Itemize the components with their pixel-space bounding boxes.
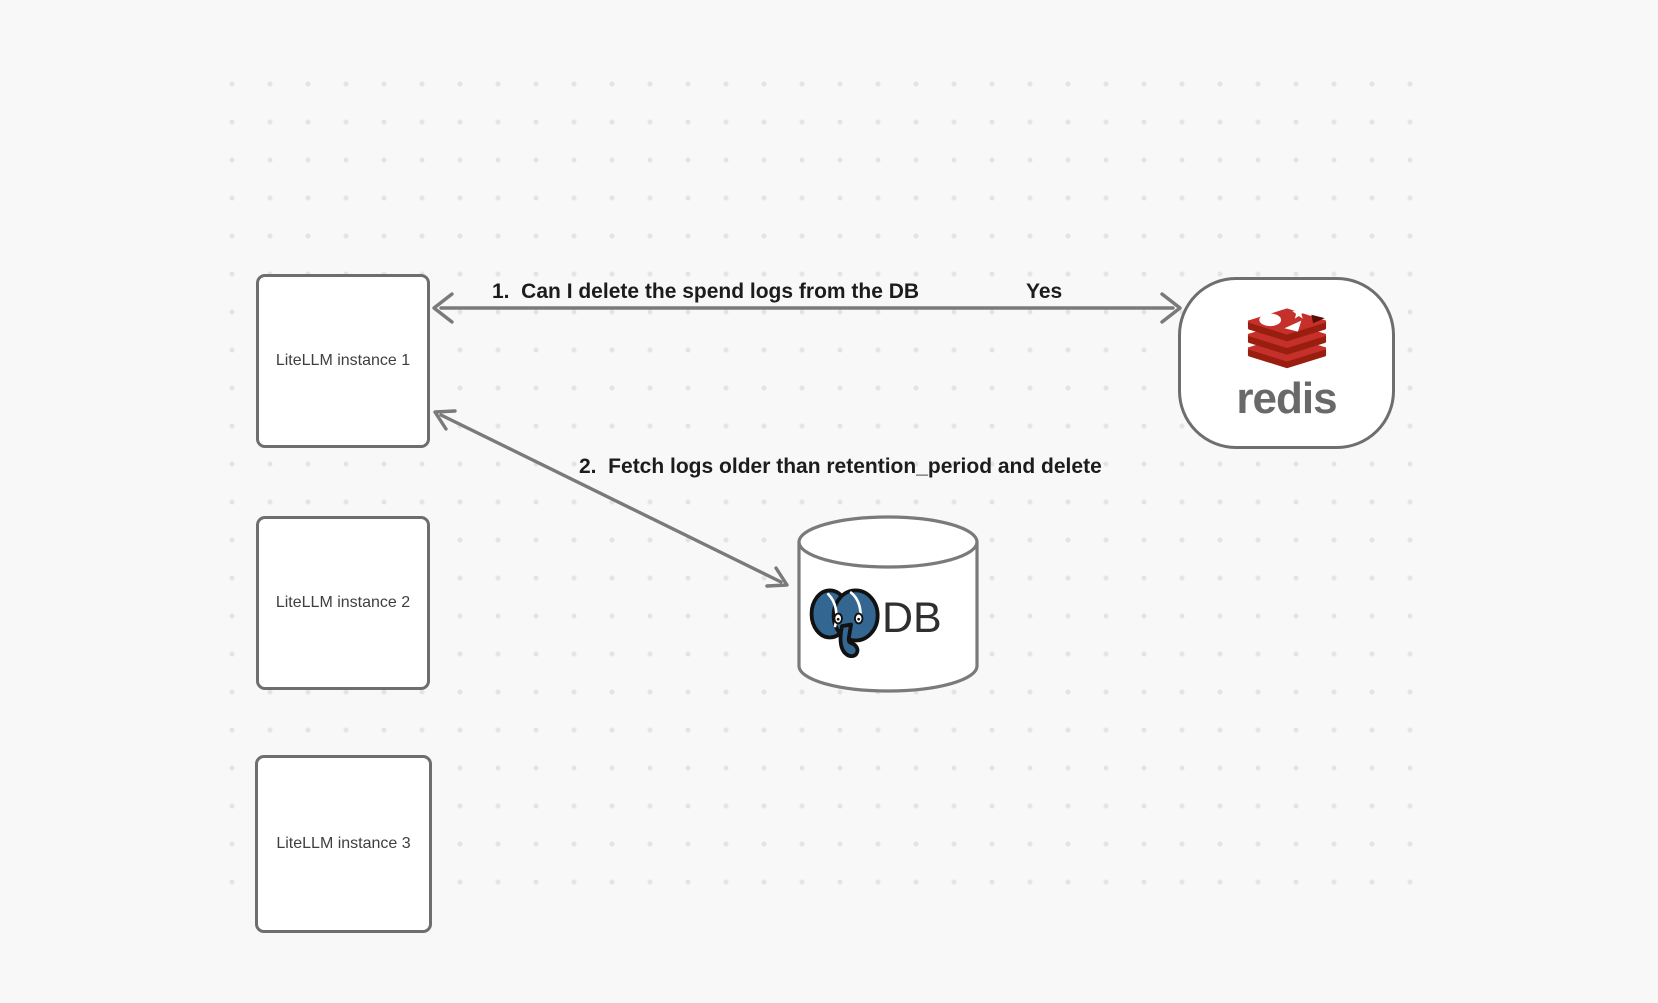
edge-label-2: 2. Fetch logs older than retention_perio… <box>579 455 1102 478</box>
database-label: DB <box>882 594 942 642</box>
edge-label-1: 1. Can I delete the spend logs from the … <box>492 280 920 303</box>
node-litellm-instance-2[interactable]: LiteLLM instance 2 <box>256 516 430 690</box>
node-litellm-instance-3[interactable]: LiteLLM instance 3 <box>255 755 432 933</box>
redis-wordmark: redis <box>1236 374 1337 423</box>
node-label: LiteLLM instance 3 <box>276 835 411 852</box>
postgresql-elephant-icon <box>809 588 880 658</box>
node-label: LiteLLM instance 1 <box>275 352 411 369</box>
edge-response-yes: Yes <box>1026 280 1063 303</box>
node-redis[interactable]: redis <box>1178 277 1395 449</box>
node-litellm-instance-1[interactable]: LiteLLM instance 1 <box>256 274 430 448</box>
redis-logo-icon <box>1247 306 1326 369</box>
node-label: LiteLLM instance 2 <box>275 594 411 611</box>
